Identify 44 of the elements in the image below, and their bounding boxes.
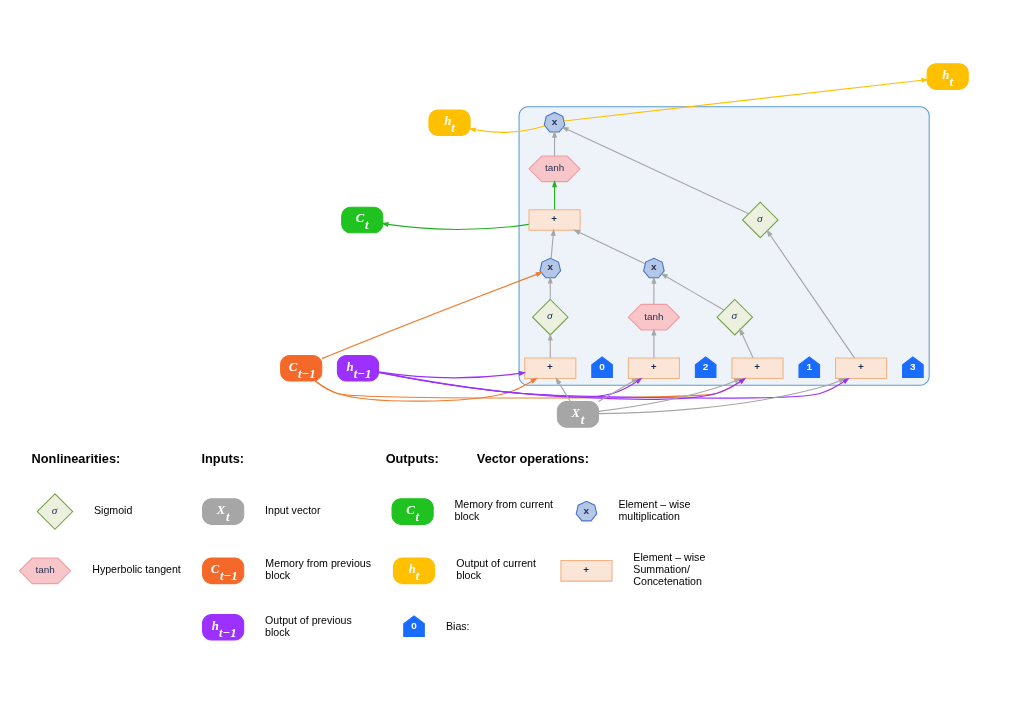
node-box: + [627,357,680,380]
arrow [378,371,643,398]
node-box: + [524,357,577,380]
arrow [381,221,530,231]
arrow [550,228,556,260]
node-label: Output of previous block [265,613,352,638]
arrow [739,328,754,359]
node-box: + [560,560,613,582]
arrow [321,272,543,360]
node-label: Output of current block [456,557,536,582]
node-label: Memory from current block [454,498,554,523]
arrow [552,130,558,157]
arrow [598,377,742,412]
node-label: Input vector [265,504,321,517]
node-label: Sigmoid [94,504,133,517]
arrow [766,229,856,359]
node-label: Element – wise Summation/ Concetenation [633,551,706,588]
arrow [651,276,657,305]
arrow [573,229,646,265]
node-label: Element – wise multiplication [618,498,691,523]
label: Vector operations: [476,450,589,466]
node-diamond: σ [531,298,569,336]
label: Outputs: [385,450,439,466]
arrow [378,371,850,399]
arrow [561,126,750,215]
arrow [598,377,846,415]
node-label: Bias: [445,619,470,632]
node-diamond: σ [36,493,74,531]
arrow [552,179,558,210]
node-box: + [528,209,581,231]
arrow [597,377,639,403]
node-label: Memory from previous block [265,557,372,582]
arrow [660,273,725,311]
arrow [378,371,747,400]
label: Nonlinearities: [31,450,121,466]
arrow [378,370,527,379]
arrow [563,77,929,122]
node-label: Hyperbolic tangent [92,563,181,576]
node-box: + [835,357,888,380]
arrow [555,377,571,402]
arrow [651,328,657,359]
node-box: + [731,357,784,380]
label: Inputs: [201,450,245,466]
arrow [468,125,546,133]
